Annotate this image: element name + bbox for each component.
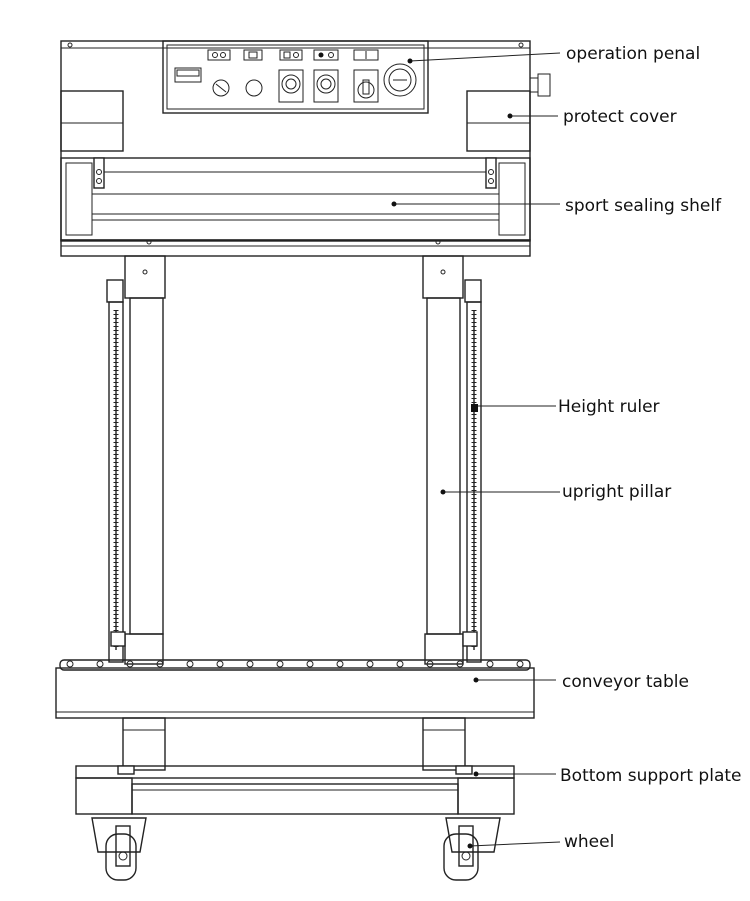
conveyor-roller	[456, 660, 464, 668]
protect-cover	[60, 90, 531, 152]
conveyor-roller	[216, 660, 224, 668]
lower-columns	[122, 717, 466, 771]
machine-head	[60, 40, 531, 242]
conveyor-roller	[486, 660, 494, 668]
side-plug	[529, 73, 551, 97]
wheel-right	[443, 817, 501, 881]
label-sealing-shelf: sport sealing shelf	[565, 196, 722, 216]
conveyor-roller	[396, 660, 404, 668]
upright-pillar-right	[422, 255, 464, 665]
wheel-left	[91, 817, 147, 881]
conveyor-roller	[156, 660, 164, 668]
label-wheel: wheel	[564, 832, 614, 852]
conveyor-roller	[126, 660, 134, 668]
conveyor-roller	[336, 660, 344, 668]
conveyor-roller	[516, 660, 524, 668]
conveyor-roller	[66, 660, 74, 668]
label-protect-cover: protect cover	[563, 107, 677, 127]
conveyor-roller	[96, 660, 104, 668]
conveyor-roller	[186, 660, 194, 668]
label-bottom-support-plate: Bottom support plate	[560, 766, 742, 786]
conveyor-roller	[246, 660, 254, 668]
operation-panel	[162, 40, 429, 114]
conveyor-table	[55, 659, 535, 719]
conveyor-roller	[366, 660, 374, 668]
sealing-shelf	[60, 157, 531, 257]
conveyor-roller	[426, 660, 434, 668]
conveyor-roller	[306, 660, 314, 668]
height-ruler-left	[106, 279, 126, 663]
label-conveyor-table: conveyor table	[562, 672, 689, 692]
height-ruler-right	[462, 279, 482, 663]
label-operation-panel: operation penal	[566, 44, 700, 64]
conveyor-rollers	[66, 660, 524, 668]
upright-pillar-left	[124, 255, 166, 665]
label-height-ruler: Height ruler	[558, 397, 660, 417]
bottom-support-plate	[75, 765, 515, 815]
label-upright-pillar: upright pillar	[562, 482, 671, 502]
conveyor-roller	[276, 660, 284, 668]
labels: operation penal protect cover sport seal…	[558, 44, 742, 852]
callouts	[391, 52, 561, 849]
